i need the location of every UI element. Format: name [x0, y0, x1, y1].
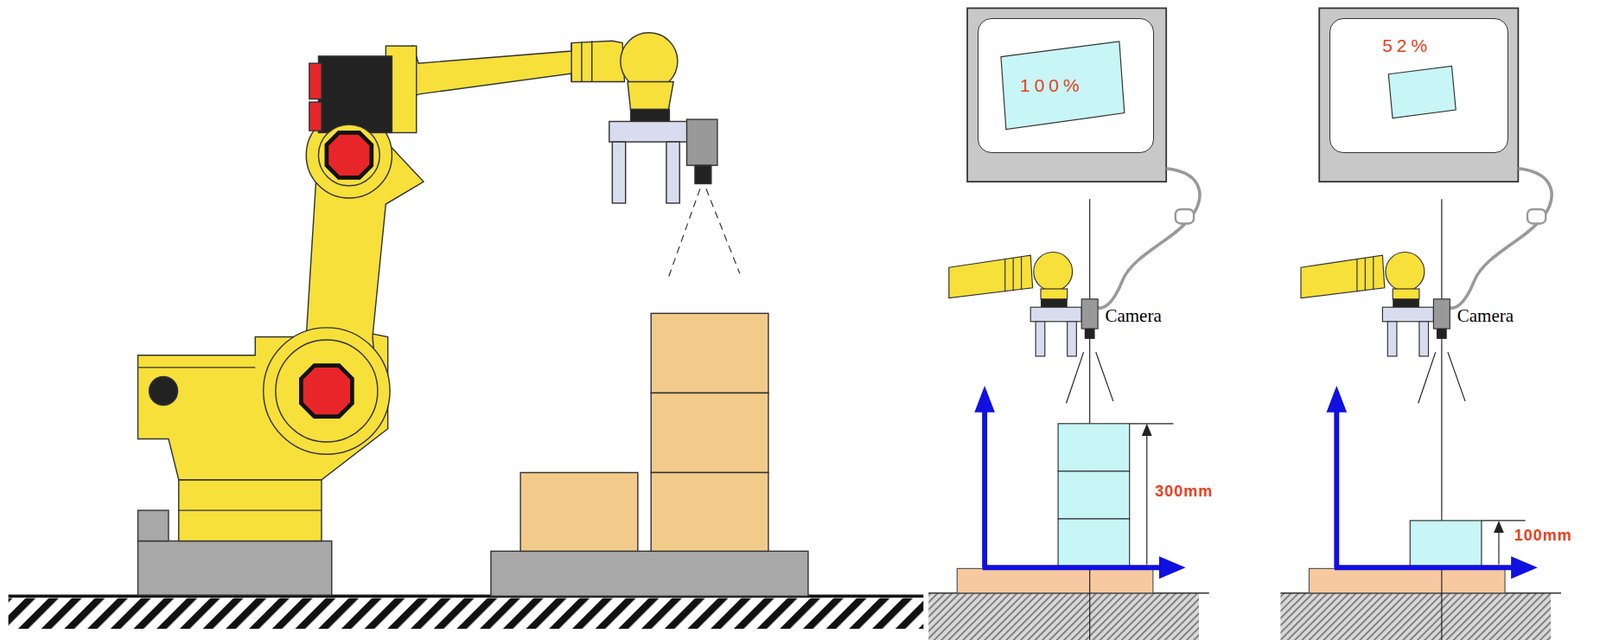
- dimension-label: 100mm: [1514, 527, 1573, 543]
- percent-readout: 100%: [1019, 76, 1084, 95]
- camera-view-line: [706, 188, 740, 274]
- percent-readout: 52%: [1382, 36, 1432, 55]
- pallet-boxes: [490, 312, 809, 596]
- monitor-screen: 52%: [1329, 18, 1509, 153]
- monitor-screen: 100%: [977, 18, 1154, 153]
- camera-panel: [928, 7, 1210, 640]
- robot-arm: [138, 32, 718, 595]
- dimension-label: 300mm: [1154, 483, 1213, 499]
- part-image: [1000, 41, 1125, 130]
- part-image: [1388, 66, 1456, 119]
- camera-label: Camera: [1457, 306, 1514, 326]
- camera-panel: [1280, 7, 1562, 640]
- floor-hatch: [8, 598, 925, 629]
- camera-label: Camera: [1104, 306, 1161, 326]
- camera-view-line: [668, 188, 701, 278]
